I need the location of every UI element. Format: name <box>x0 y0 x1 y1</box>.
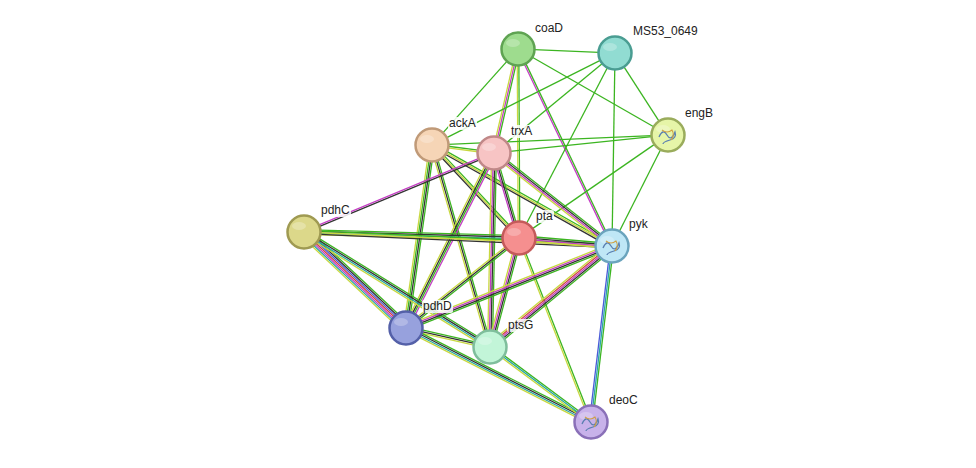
protein-node: engB <box>650 117 686 153</box>
evidence-line <box>517 65 519 222</box>
node-circle <box>388 310 424 346</box>
evidence-line <box>502 358 577 414</box>
interaction-edge <box>320 231 596 247</box>
interaction-edge <box>443 61 508 133</box>
evidence-line <box>319 239 398 313</box>
evidence-line <box>317 241 476 339</box>
evidence-line <box>503 357 578 413</box>
interaction-edge <box>510 137 652 152</box>
node-label: trxA <box>510 125 533 138</box>
protein-node: pta <box>501 220 537 256</box>
interaction-edge <box>532 144 655 229</box>
protein-node: MS53_0649 <box>597 35 633 71</box>
evidence-line <box>593 262 610 406</box>
interaction-edge <box>534 50 599 53</box>
node-circle <box>597 35 633 71</box>
evidence-line <box>504 259 601 340</box>
protein-node: ackA <box>414 127 450 163</box>
node-circle <box>650 117 686 153</box>
interaction-edge <box>535 237 597 247</box>
node-circle <box>501 220 537 256</box>
node-circle <box>500 31 536 67</box>
evidence-line <box>312 246 391 320</box>
interaction-edge <box>517 65 519 222</box>
interaction-edge <box>619 149 661 231</box>
node-circle <box>573 404 609 440</box>
interaction-edge <box>591 262 611 407</box>
evidence-line <box>488 169 491 331</box>
node-label: pta <box>535 210 554 223</box>
evidence-line <box>320 234 596 247</box>
evidence-line <box>501 255 598 336</box>
evidence-line <box>503 257 600 338</box>
interaction-edge <box>312 239 397 320</box>
evidence-line <box>318 158 478 225</box>
node-circle <box>414 127 450 163</box>
evidence-line <box>421 253 597 323</box>
evidence-line <box>594 262 611 406</box>
node-label: engB <box>684 107 714 120</box>
interaction-edge <box>420 250 598 325</box>
node-circle <box>286 214 322 250</box>
interaction-edge <box>318 158 479 226</box>
interaction-edge <box>488 169 496 331</box>
interaction-edge <box>506 63 602 143</box>
protein-node: deoC <box>573 404 609 440</box>
node-circle <box>476 135 512 171</box>
node-label: MS53_0649 <box>632 25 699 38</box>
evidence-line <box>448 148 478 152</box>
node-circle <box>472 329 508 365</box>
evidence-line <box>502 256 599 337</box>
protein-node: pyk <box>594 228 630 264</box>
protein-node: coaD <box>500 31 536 67</box>
node-label: ackA <box>448 117 477 130</box>
interaction-edge <box>502 355 579 413</box>
evidence-line <box>319 160 479 227</box>
interaction-edge <box>612 69 615 230</box>
node-label: deoC <box>608 394 639 407</box>
protein-node: pdhC <box>286 214 322 250</box>
evidence-line <box>532 57 654 127</box>
protein-node: ptsG <box>472 329 508 365</box>
evidence-line <box>443 61 508 133</box>
evidence-line <box>422 254 598 324</box>
evidence-line <box>532 144 655 229</box>
node-label: pdhD <box>422 300 453 313</box>
evidence-line <box>497 169 513 223</box>
interaction-edge <box>497 168 516 223</box>
node-label: ptsG <box>507 319 534 332</box>
interaction-edge <box>500 254 601 340</box>
node-label: coaD <box>534 22 564 35</box>
evidence-line <box>518 65 520 222</box>
evidence-line <box>421 251 597 321</box>
evidence-line <box>591 262 608 406</box>
node-label: pdhC <box>320 204 351 217</box>
evidence-line <box>500 168 516 222</box>
evidence-line <box>422 330 475 342</box>
evidence-line <box>624 66 660 121</box>
protein-node: pdhD <box>388 310 424 346</box>
interaction-edge <box>624 66 660 121</box>
evidence-line <box>612 69 615 230</box>
evidence-line <box>420 249 508 319</box>
evidence-line <box>510 137 652 152</box>
node-label: pyk <box>628 218 649 231</box>
protein-node: trxA <box>476 135 512 171</box>
evidence-line <box>535 242 596 247</box>
evidence-line <box>318 241 397 315</box>
node-circle <box>594 228 630 264</box>
evidence-line <box>619 149 661 231</box>
interaction-edge <box>532 57 654 127</box>
evidence-line <box>506 63 602 143</box>
evidence-line <box>499 168 515 222</box>
evidence-line <box>534 50 599 53</box>
evidence-line <box>500 254 597 335</box>
evidence-line <box>504 355 579 411</box>
interaction-edge <box>448 146 478 151</box>
